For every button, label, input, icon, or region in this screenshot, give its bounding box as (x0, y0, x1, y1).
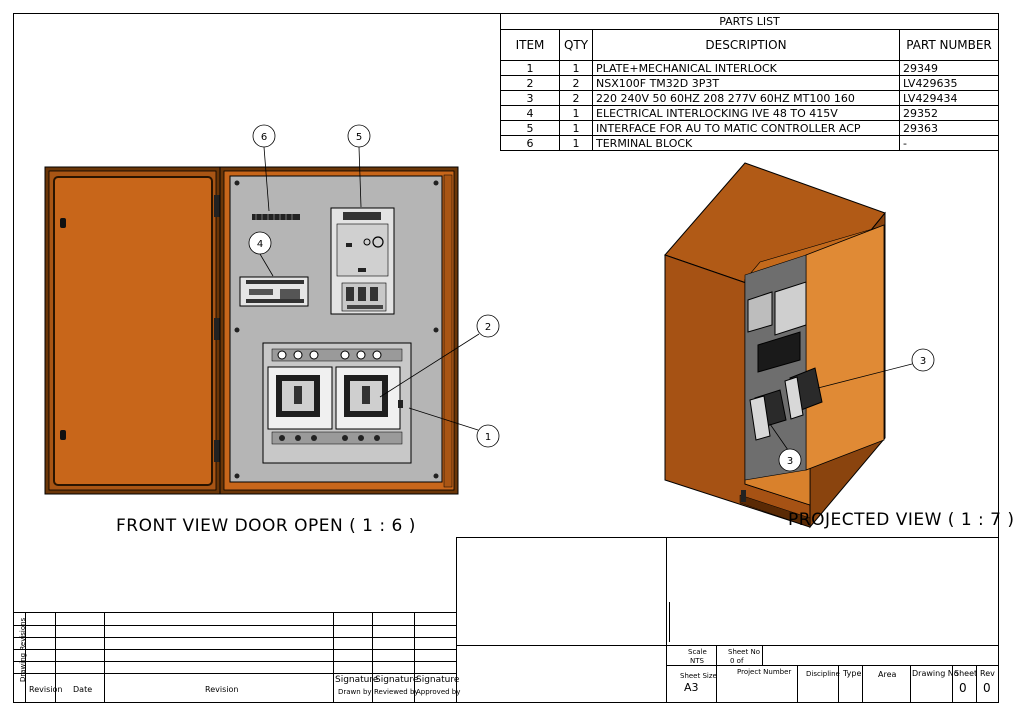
rev-col-date: Date (73, 685, 93, 694)
part-number-cell: LV429434 (899, 90, 999, 106)
discipline-label: Discipline (806, 670, 840, 678)
callout-number: 3 (920, 356, 926, 367)
col-description: DESCRIPTION (592, 29, 900, 61)
door-latch-top (60, 218, 66, 228)
callout-6: 6 (252, 124, 276, 212)
col-item: ITEM (500, 29, 560, 61)
sheet-value: 0 (959, 681, 967, 695)
table-row: 6 1 TERMINAL BLOCK - (500, 135, 999, 151)
automatic-controller (330, 207, 395, 315)
project-number-label: Project Number (737, 668, 792, 676)
col-part-number: PART NUMBER (899, 29, 999, 61)
part-number-cell: - (899, 135, 999, 151)
table-row: 1 1 PLATE+MECHANICAL INTERLOCK 29349 (500, 60, 999, 76)
table-row: 3 2 220 240V 50 60HZ 208 277V 60HZ MT100… (500, 90, 999, 106)
type-label: Type (843, 669, 862, 678)
callout-5: 5 (347, 124, 371, 208)
terminal-block (252, 214, 300, 220)
approved-by-label: Approved by (416, 688, 461, 696)
rev-label: Rev (980, 669, 995, 678)
description-cell: 220 240V 50 60HZ 208 277V 60HZ MT100 160 (592, 90, 900, 106)
sig3-label: Signature (416, 675, 460, 685)
callout-2: 2 (379, 314, 500, 398)
revisions-side-label: Drawing Revisions (19, 617, 27, 682)
drawing-no-label: Drawing No (912, 669, 959, 678)
rev-col-revision: Revision (29, 685, 63, 694)
projected-enclosure (664, 162, 886, 529)
callout-3-right: 3 (817, 348, 935, 389)
scale-label: Scale (688, 648, 707, 656)
hinge-icon (214, 318, 220, 340)
callout-number: 2 (485, 322, 491, 333)
callout-1: 1 (408, 407, 500, 448)
drawn-by-label: Drawn by (338, 688, 372, 696)
callout-number: 3 (787, 456, 793, 467)
hinge-icon (214, 440, 220, 462)
callout-3-bottom: 3 (769, 423, 802, 472)
projected-view-label: PROJECTED VIEW ( 1 : 7 ) (788, 510, 1015, 530)
sig2-label: Signature (375, 675, 419, 685)
scale-value: NTS (690, 657, 704, 665)
callout-4: 4 (248, 231, 274, 277)
door-latch-bottom (60, 430, 66, 440)
sheet-size-value: A3 (684, 681, 699, 694)
plate-mechanical-interlock (262, 342, 412, 464)
description-cell: ELECTRICAL INTERLOCKING IVE 48 TO 415V (592, 105, 900, 121)
description-cell: TERMINAL BLOCK (592, 135, 900, 151)
description-cell: PLATE+MECHANICAL INTERLOCK (592, 60, 900, 76)
qty-cell: 1 (559, 135, 593, 151)
sheet-no-value: 0 of (730, 657, 744, 665)
table-row: 4 1 ELECTRICAL INTERLOCKING IVE 48 TO 41… (500, 105, 999, 121)
sig1-label: Signature (335, 675, 379, 685)
callout-number: 4 (257, 239, 263, 250)
callout-number: 6 (261, 132, 267, 143)
enclosure-door (44, 166, 221, 495)
area-label: Area (878, 670, 897, 679)
callout-number: 1 (485, 432, 491, 443)
hinge-icon (214, 195, 220, 217)
parts-list-table: PARTS LIST ITEM QTY DESCRIPTION PART NUM… (500, 13, 999, 151)
sheet-no-label: Sheet No (728, 648, 760, 656)
electrical-interlocking (239, 276, 309, 307)
rev-col-desc: Revision (205, 685, 239, 694)
part-number-cell: LV429635 (899, 75, 999, 91)
rev-value: 0 (983, 681, 991, 695)
reviewed-by-label: Reviewed by (374, 688, 419, 696)
callout-number: 5 (356, 132, 362, 143)
sheet-label: Sheet (954, 669, 978, 678)
front-view-label: FRONT VIEW DOOR OPEN ( 1 : 6 ) (116, 516, 416, 536)
sheet-size-label: Sheet Size (680, 672, 717, 680)
